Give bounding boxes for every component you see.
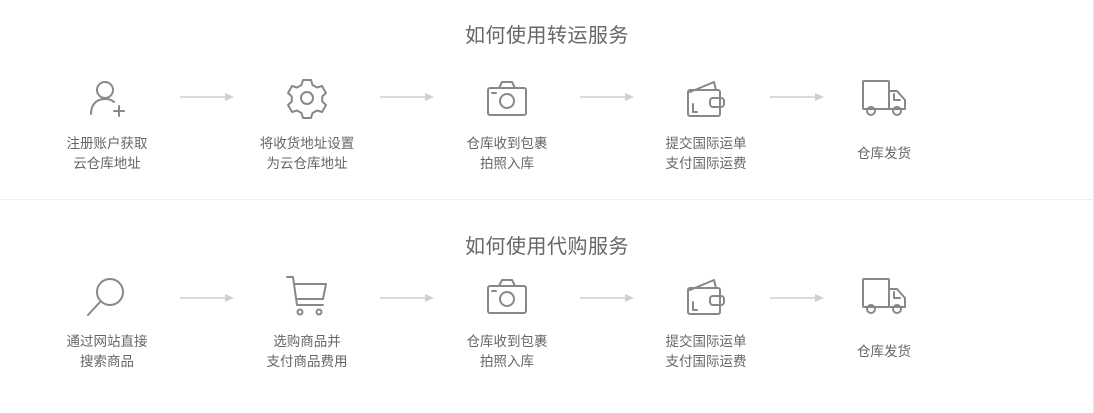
gear-icon [287, 79, 327, 119]
step-label: 提交国际运单 支付国际运费 [665, 334, 747, 370]
arrow-right-icon [180, 93, 234, 101]
truck-icon [862, 80, 906, 116]
step-label: 仓库发货 [857, 146, 911, 162]
transfer-step-pay-shipping: 提交国际运单 支付国际运费 [636, 74, 776, 174]
step-label: 仓库收到包裹 拍照入库 [466, 334, 548, 370]
search-icon [87, 278, 124, 316]
arrow-right-icon [380, 93, 434, 101]
transfer-service-title: 如何使用转运服务 [465, 23, 629, 47]
step-label: 通过网站直接 搜索商品 [66, 334, 148, 370]
purchase-step-pay-shipping: 提交国际运单 支付国际运费 [636, 272, 776, 372]
arrow-right-icon [180, 294, 234, 302]
step-label: 仓库收到包裹 拍照入库 [466, 136, 548, 172]
step-label: 仓库发货 [857, 344, 911, 360]
section-divider [0, 199, 1094, 200]
cart-icon [286, 276, 327, 316]
wallet-icon [687, 279, 725, 315]
step-label: 将收货地址设置 为云仓库地址 [259, 136, 355, 172]
purchase-service-title: 如何使用代购服务 [465, 234, 629, 258]
purchase-step-search: 通过网站直接 搜索商品 [37, 272, 177, 372]
wallet-icon [687, 81, 725, 117]
purchase-step-ship: 仓库发货 [814, 272, 954, 362]
step-label: 注册账户获取 云仓库地址 [66, 136, 148, 172]
arrow-right-icon [580, 294, 634, 302]
user-add-icon [90, 81, 125, 117]
transfer-step-warehouse-receive: 仓库收到包裹 拍照入库 [437, 74, 577, 174]
purchase-service-section: 如何使用代购服务 通过网站直接 搜索商品 选购商品并 支付商品费用 [0, 200, 1094, 413]
arrow-right-icon [770, 294, 824, 302]
camera-icon [487, 81, 527, 116]
transfer-step-register: 注册账户获取 云仓库地址 [37, 74, 177, 174]
transfer-step-set-address: 将收货地址设置 为云仓库地址 [237, 74, 377, 174]
arrow-right-icon [580, 93, 634, 101]
truck-icon [862, 278, 906, 314]
transfer-service-section: 如何使用转运服务 注册账户获取 云仓库地址 将收货地址设置 为云仓库地址 [0, 0, 1094, 200]
step-label: 选购商品并 支付商品费用 [266, 334, 348, 370]
arrow-right-icon [380, 294, 434, 302]
transfer-step-ship: 仓库发货 [814, 74, 954, 164]
purchase-step-warehouse-receive: 仓库收到包裹 拍照入库 [437, 272, 577, 372]
arrow-right-icon [770, 93, 824, 101]
step-label: 提交国际运单 支付国际运费 [665, 136, 747, 172]
camera-icon [487, 279, 527, 314]
purchase-step-buy: 选购商品并 支付商品费用 [237, 272, 377, 372]
